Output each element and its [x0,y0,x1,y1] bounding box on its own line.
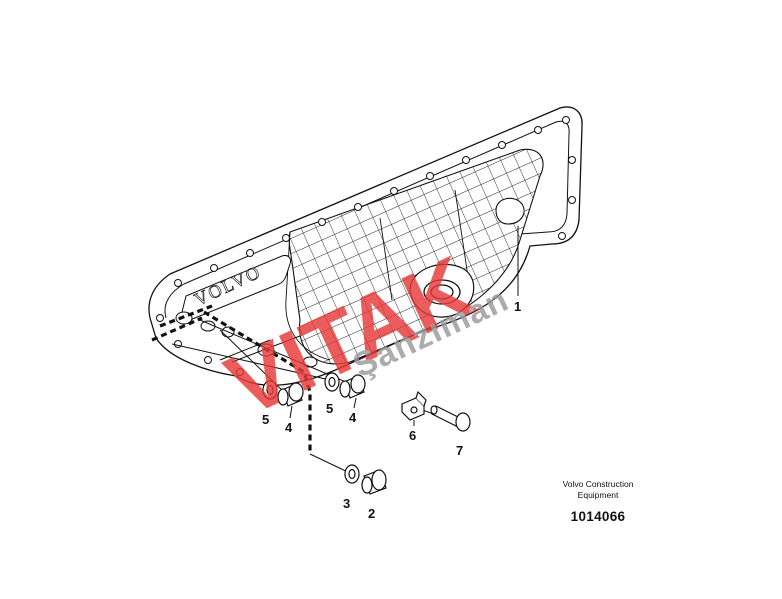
plug-4-middle [339,374,366,399]
bracket-6 [401,390,427,421]
callout-4-left-leader [289,405,293,419]
callout-4-left: 4 [285,420,293,435]
callout-1: 1 [514,299,521,314]
plug-2 [361,469,387,495]
source-label-line2: Equipment [577,490,619,500]
callout-2: 2 [368,506,375,521]
pan-ribbed-sump [288,148,544,365]
plug-4-left [277,382,304,407]
seal-washer-3 [344,464,360,484]
callout-4-middle-leader [353,397,357,409]
callout-6: 6 [409,428,416,443]
part-number: 1014066 [570,509,626,524]
assembly-dash-lines [151,304,312,454]
pan-inner-rim [164,120,570,319]
source-label-line1: Volvo Construction [562,479,634,489]
side-boss [495,197,525,225]
callout-labels: 1 2 3 4 5 5 4 6 7 [262,299,521,521]
bolt-7 [430,405,471,432]
oil-pan: VOLVO [148,106,583,386]
callout-5-middle: 5 [326,401,333,416]
callout-4-middle: 4 [349,410,357,425]
drain-port-inner [430,284,454,300]
callout-5-left: 5 [262,412,269,427]
source-block: Volvo Construction Equipment 1014066 [548,479,648,524]
flange-bolt-holes [156,116,576,376]
callout-3: 3 [343,496,350,511]
callout-7: 7 [456,443,463,458]
seal-washer-5-left [262,380,278,400]
seal-washer-5-middle [324,372,340,392]
